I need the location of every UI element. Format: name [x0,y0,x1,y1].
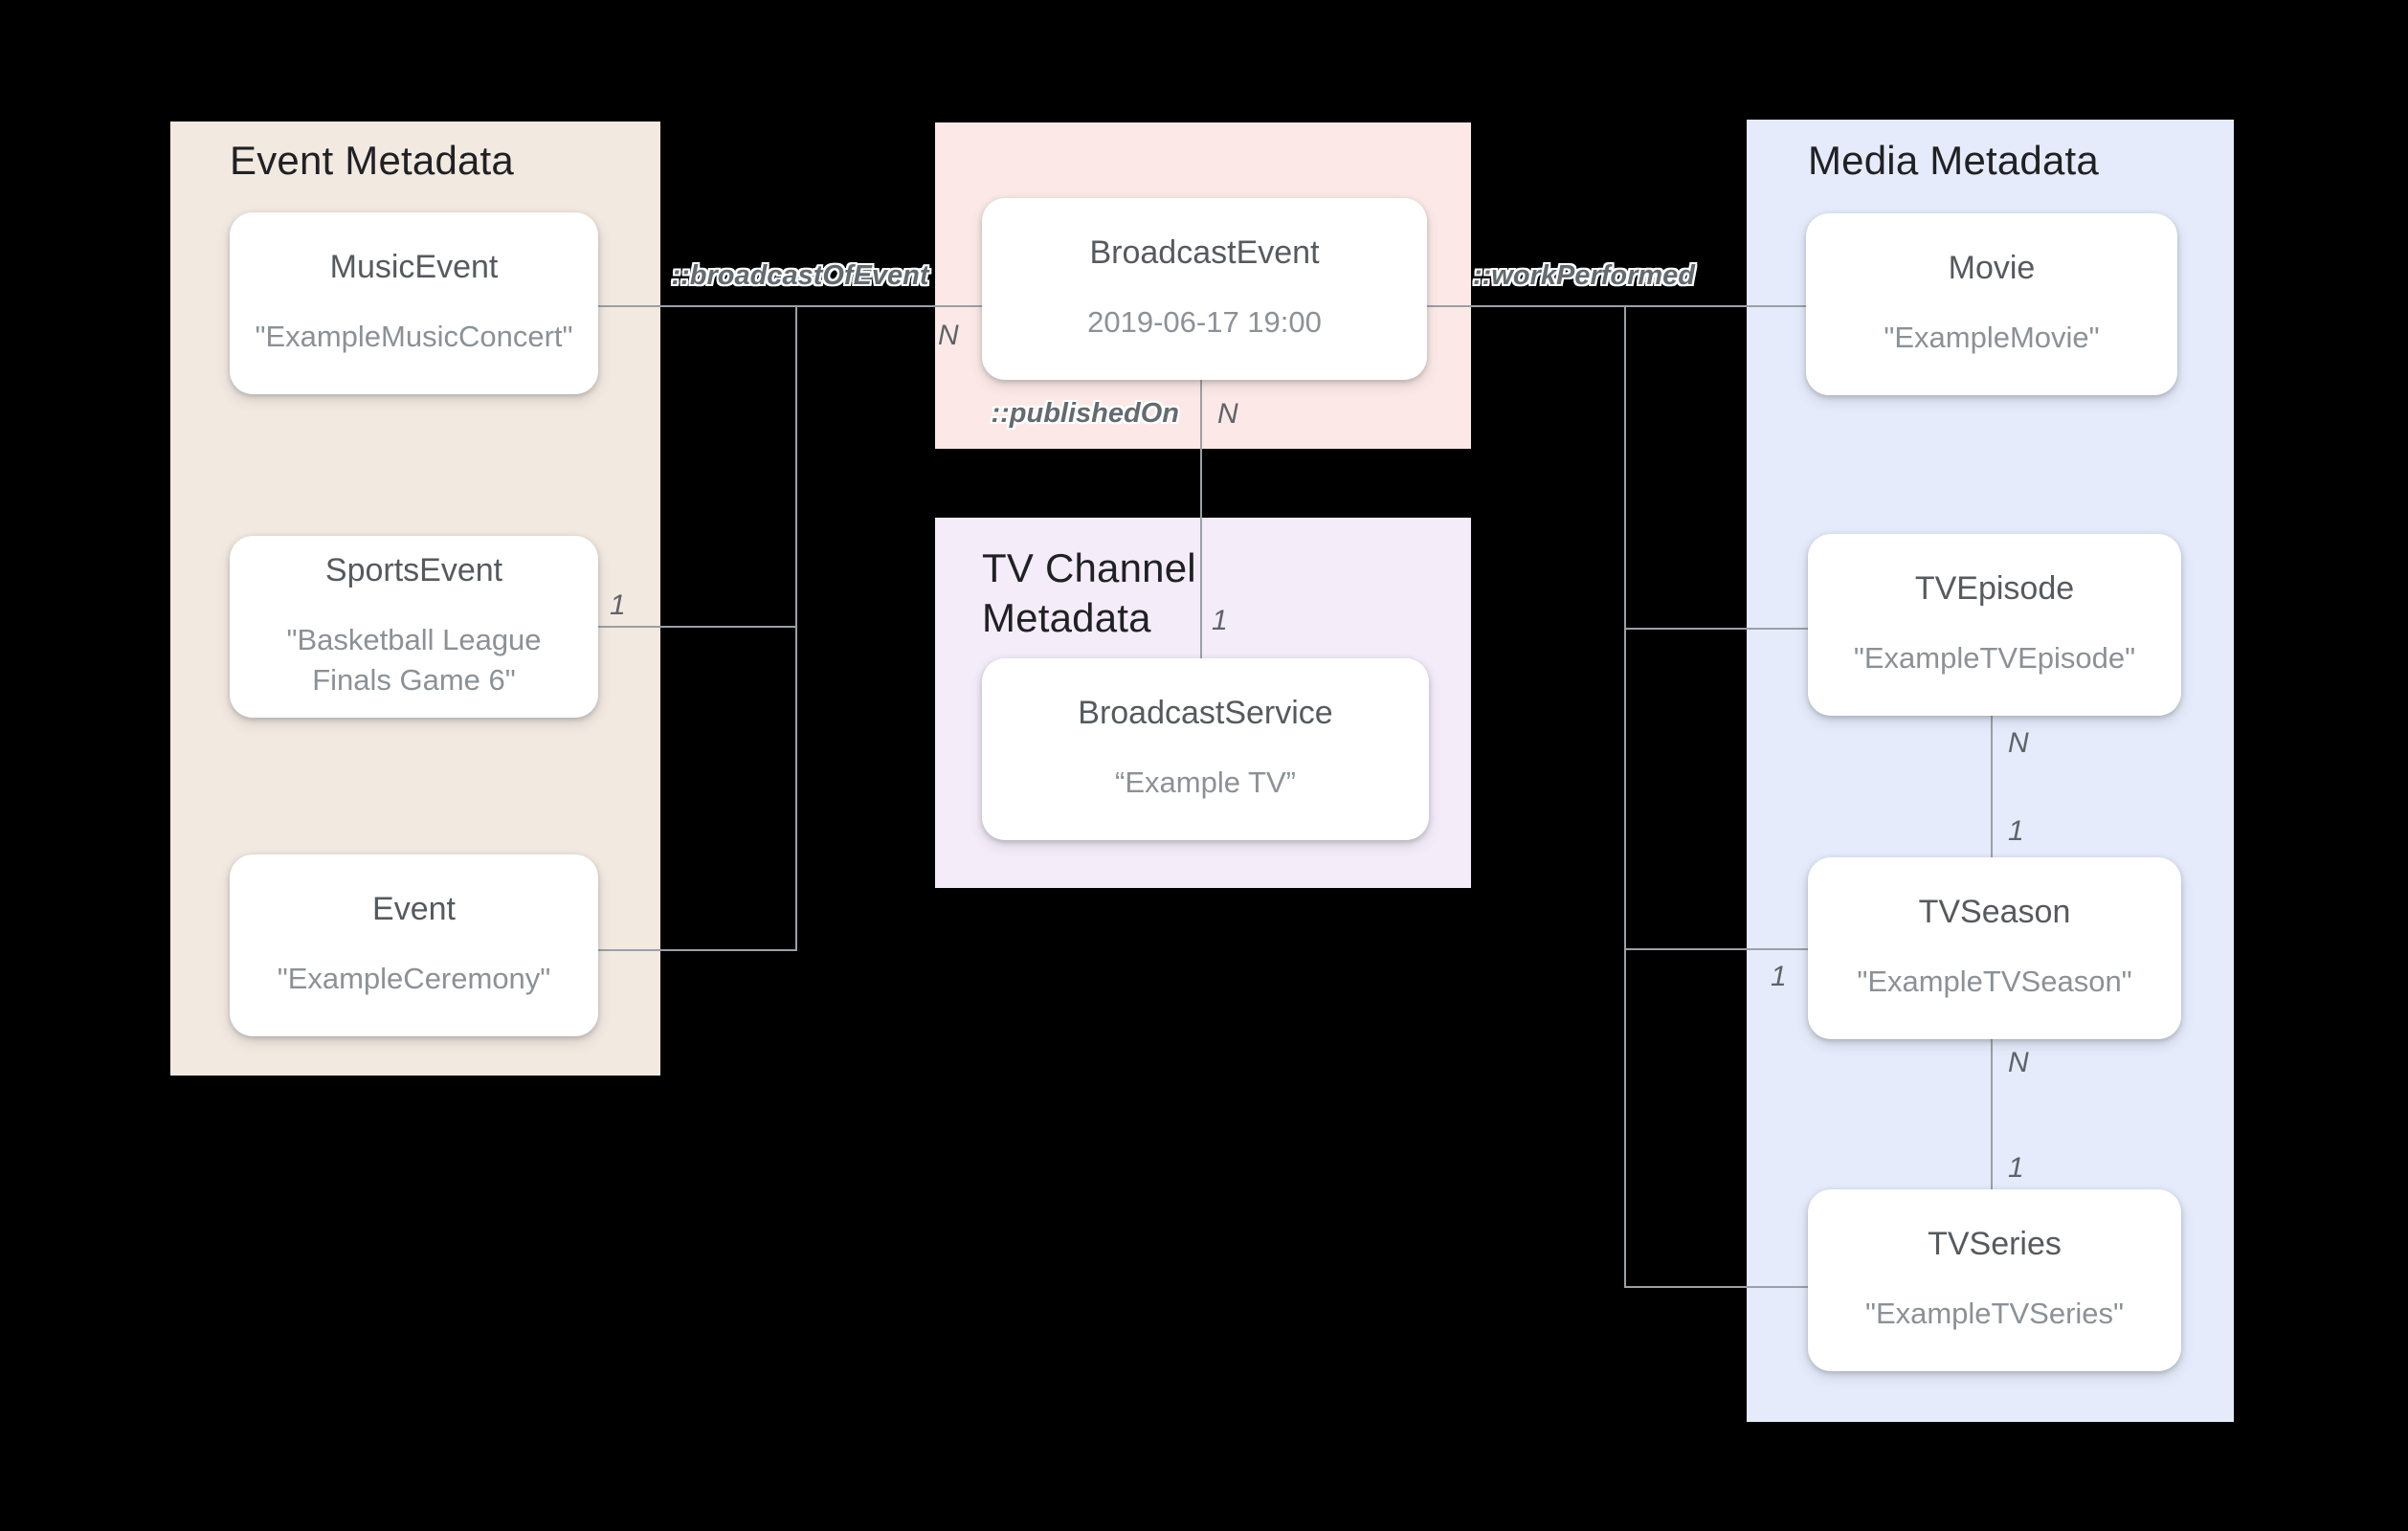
tv-channel-metadata-title: TV Channel Metadata [982,545,1196,641]
work-performed-label: ::workPerformed [1472,260,1696,291]
movie-node: Movie "ExampleMovie" [1806,213,2177,395]
edge-sportsevent-branch-line [598,626,797,628]
cardinality-1-tvseason-tvseries: 1 [2008,1152,2024,1184]
broadcast-event-node: BroadcastEvent 2019-06-17 19:00 [982,198,1427,380]
broadcast-of-event-label: ::broadcastOfEvent [671,260,929,291]
event-side-trunk-line [795,305,797,951]
tv-episode-node: TVEpisode "ExampleTVEpisode" [1808,534,2181,716]
tv-season-subtitle: "ExampleTVSeason" [1857,964,2132,998]
cardinality-n-tvepisode-tvseason: N [2008,727,2029,759]
broadcast-service-title: BroadcastService [1078,695,1333,732]
broadcast-event-subtitle: 2019-06-17 19:00 [1087,304,1322,339]
tv-series-subtitle: "ExampleTVSeries" [1864,1296,2125,1330]
cardinality-1-tvseason-branch: 1 [1771,961,1787,992]
cardinality-n-tvseason-tvseries: N [2008,1047,2029,1078]
sports-event-node: SportsEvent "Basketball League Finals Ga… [230,536,598,718]
tv-series-node: TVSeries "ExampleTVSeries" [1808,1189,2181,1371]
cardinality-1-tvepisode-tvseason: 1 [2008,815,2024,847]
edge-publishedon-line [1200,380,1202,658]
edge-tvepisode-branch-line [1624,628,1808,630]
tv-season-node: TVSeason "ExampleTVSeason" [1808,857,2181,1039]
sports-event-title: SportsEvent [324,552,503,589]
movie-subtitle: "ExampleMovie" [1884,320,2100,354]
edge-musicevent-broadcastevent-line [598,305,982,307]
published-on-label: ::publishedOn [991,398,1179,429]
broadcast-event-title: BroadcastEvent [1089,234,1320,272]
music-event-subtitle: "ExampleMusicConcert" [255,319,573,353]
movie-title: Movie [1948,250,2036,287]
broadcast-service-node: BroadcastService “Example TV” [982,658,1429,840]
tv-episode-subtitle: "ExampleTVEpisode" [1853,640,2136,675]
cardinality-1-broadcastservice: 1 [1212,605,1228,636]
event-subtitle: "ExampleCeremony" [277,961,551,995]
cardinality-1-sportsevent: 1 [610,589,626,621]
media-metadata-title: Media Metadata [1808,138,2099,183]
edge-tvseries-branch-line [1624,1286,1808,1288]
edge-tvseason-branch-line [1624,948,1808,950]
edge-tvepisode-tvseason-line [1991,716,1993,857]
edge-event-branch-line [598,949,797,951]
event-metadata-title: Event Metadata [230,138,514,183]
cardinality-n-publishedon: N [1217,398,1238,430]
event-node: Event "ExampleCeremony" [230,854,598,1036]
music-event-node: MusicEvent "ExampleMusicConcert" [230,212,598,394]
edge-broadcastevent-movie-line [1427,305,1806,307]
sports-event-subtitle: "Basketball League Finals Game 6" [286,622,542,697]
music-event-title: MusicEvent [329,249,499,286]
event-title: Event [372,891,456,928]
tv-episode-title: TVEpisode [1914,570,2075,608]
edge-tvseason-tvseries-line [1991,1038,1993,1189]
tv-season-title: TVSeason [1918,894,2071,931]
broadcast-service-subtitle: “Example TV” [1115,765,1296,799]
cardinality-n-broadcastofevent: N [938,320,959,351]
media-side-trunk-line [1624,305,1626,1288]
tv-series-title: TVSeries [1928,1226,2062,1263]
